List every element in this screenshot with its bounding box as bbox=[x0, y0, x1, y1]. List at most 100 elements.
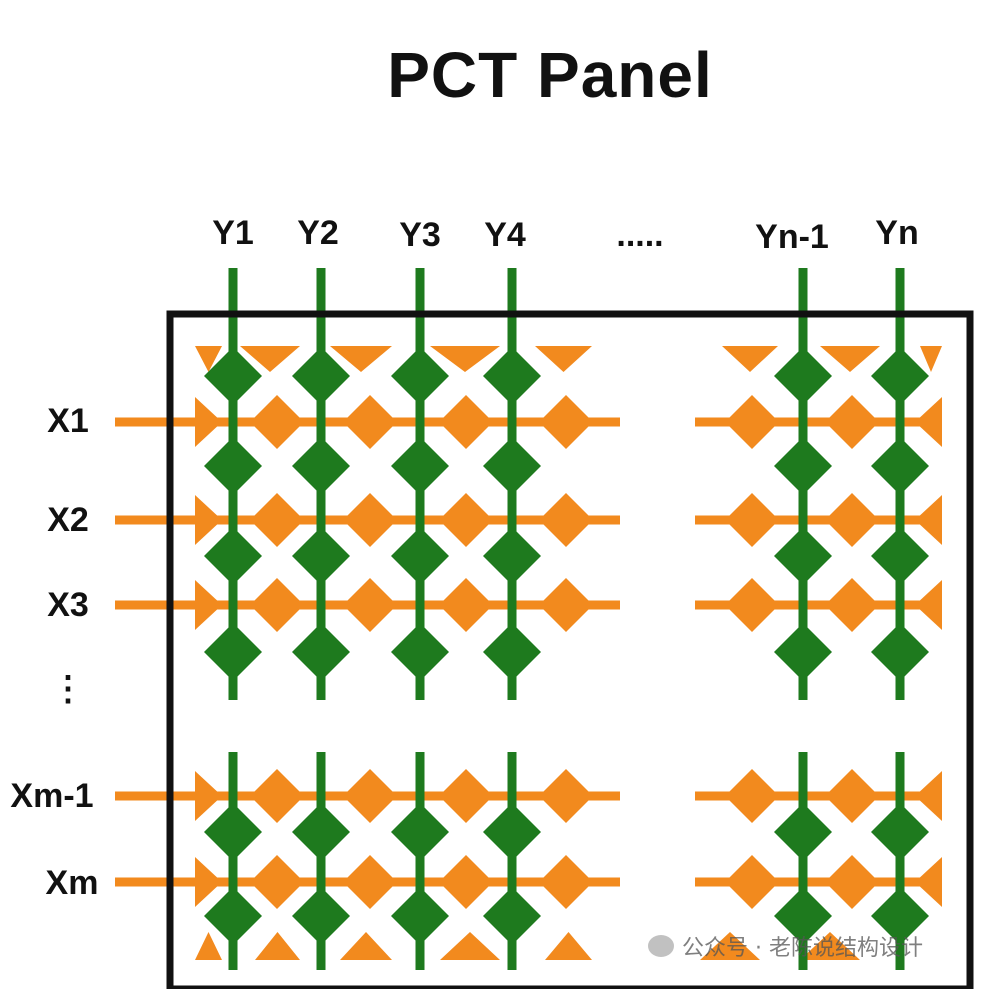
column-label-y3: Y3 bbox=[399, 216, 441, 254]
x-electrode-pad bbox=[539, 395, 593, 449]
x-electrode-pad bbox=[825, 855, 879, 909]
x-electrode-pad bbox=[439, 493, 493, 547]
row-label-x2: X2 bbox=[47, 501, 89, 539]
x-electrode-pad bbox=[250, 855, 304, 909]
column-label-y2: Y2 bbox=[297, 214, 339, 252]
x-electrode-edge-pad bbox=[195, 857, 222, 907]
row-ellipsis: ⋮ bbox=[51, 670, 85, 708]
x-electrode-edge-pad bbox=[800, 932, 860, 960]
x-electrode-edge-pad bbox=[915, 580, 942, 630]
x-electrode-pad bbox=[539, 578, 593, 632]
x-electrode-pad bbox=[250, 578, 304, 632]
y-electrode-pad bbox=[774, 803, 832, 861]
x-electrode-edge-pad bbox=[722, 346, 778, 372]
y-electrode-pad bbox=[391, 347, 449, 405]
row-label-x1: X1 bbox=[47, 402, 89, 440]
y-electrode-pad bbox=[871, 347, 929, 405]
x-electrode-pad bbox=[725, 578, 779, 632]
panel-frame bbox=[166, 310, 974, 989]
x-electrode-pad bbox=[725, 493, 779, 547]
y-electrode-pad bbox=[204, 437, 262, 495]
x-electrode-edge-pad bbox=[195, 397, 222, 447]
watermark-text: 公众号 · 老陈说结构设计 bbox=[682, 936, 923, 961]
y-electrode-pad bbox=[483, 347, 541, 405]
x-electrode-layer bbox=[115, 346, 942, 960]
row-label-xm-1: Xm-1 bbox=[10, 777, 93, 815]
column-label-y1: Y1 bbox=[212, 214, 254, 252]
x-electrode-pad bbox=[250, 769, 304, 823]
wechat-icon bbox=[648, 935, 674, 957]
x-electrode-edge-pad bbox=[915, 857, 942, 907]
y-electrode-pad bbox=[871, 803, 929, 861]
y-electrode-pad bbox=[871, 623, 929, 681]
y-electrode-pad bbox=[391, 527, 449, 585]
x-electrode-edge-pad bbox=[700, 932, 760, 960]
x-electrode-pad bbox=[825, 395, 879, 449]
x-electrode-edge-pad bbox=[195, 771, 222, 821]
y-electrode-pad bbox=[204, 347, 262, 405]
y-electrode-pad bbox=[391, 803, 449, 861]
x-electrode-edge-pad bbox=[915, 495, 942, 545]
x-electrode-pad bbox=[825, 769, 879, 823]
y-electrode-layer bbox=[204, 268, 929, 970]
x-electrode-edge-pad bbox=[915, 771, 942, 821]
x-electrode-edge-pad bbox=[430, 346, 500, 372]
y-electrode-pad bbox=[292, 803, 350, 861]
x-electrode-pad bbox=[539, 769, 593, 823]
y-electrode-pad bbox=[483, 803, 541, 861]
x-electrode-pad bbox=[539, 855, 593, 909]
y-electrode-pad bbox=[204, 887, 262, 945]
x-electrode-pad bbox=[725, 855, 779, 909]
x-electrode-pad bbox=[343, 769, 397, 823]
x-electrode-pad bbox=[343, 855, 397, 909]
x-electrode-edge-pad bbox=[340, 932, 392, 960]
x-electrode-pad bbox=[343, 395, 397, 449]
x-electrode-pad bbox=[439, 395, 493, 449]
x-electrode-pad bbox=[725, 395, 779, 449]
x-electrode-pad bbox=[250, 493, 304, 547]
x-electrode-edge-pad bbox=[915, 397, 942, 447]
x-electrode-pad bbox=[825, 493, 879, 547]
x-electrode-pad bbox=[725, 769, 779, 823]
column-ellipsis: ..... bbox=[616, 216, 663, 254]
x-electrode-edge-pad bbox=[240, 346, 300, 372]
y-electrode-pad bbox=[292, 347, 350, 405]
column-label-yn: Yn bbox=[875, 214, 918, 252]
y-electrode-pad bbox=[483, 437, 541, 495]
y-electrode-pad bbox=[483, 887, 541, 945]
diagram-title: PCT Panel bbox=[387, 39, 713, 111]
y-electrode-pad bbox=[774, 437, 832, 495]
y-electrode-pad bbox=[774, 887, 832, 945]
y-electrode-pad bbox=[871, 887, 929, 945]
y-electrode-pad bbox=[204, 527, 262, 585]
x-electrode-edge-pad bbox=[535, 346, 592, 372]
y-electrode-pad bbox=[774, 623, 832, 681]
x-electrode-edge-pad bbox=[195, 495, 222, 545]
x-electrode-edge-pad bbox=[920, 346, 942, 372]
x-electrode-edge-pad bbox=[545, 932, 592, 960]
x-electrode-pad bbox=[439, 855, 493, 909]
y-electrode-pad bbox=[292, 623, 350, 681]
y-electrode-pad bbox=[292, 887, 350, 945]
y-electrode-pad bbox=[292, 437, 350, 495]
row-label-xm: Xm bbox=[46, 864, 99, 902]
y-electrode-pad bbox=[204, 803, 262, 861]
x-electrode-edge-pad bbox=[195, 346, 222, 372]
x-electrode-pad bbox=[439, 769, 493, 823]
y-electrode-pad bbox=[871, 437, 929, 495]
y-electrode-pad bbox=[204, 623, 262, 681]
x-electrode-edge-pad bbox=[820, 346, 880, 372]
watermark: 公众号 · 老陈说结构设计 bbox=[648, 930, 923, 962]
x-electrode-pad bbox=[439, 578, 493, 632]
x-electrode-edge-pad bbox=[255, 932, 300, 960]
x-electrode-pad bbox=[825, 578, 879, 632]
x-electrode-pad bbox=[343, 493, 397, 547]
y-electrode-pad bbox=[391, 623, 449, 681]
x-electrode-pad bbox=[250, 395, 304, 449]
y-electrode-pad bbox=[871, 527, 929, 585]
y-electrode-pad bbox=[774, 347, 832, 405]
x-electrode-edge-pad bbox=[195, 580, 222, 630]
x-electrode-pad bbox=[539, 493, 593, 547]
column-label-y4: Y4 bbox=[484, 216, 526, 254]
